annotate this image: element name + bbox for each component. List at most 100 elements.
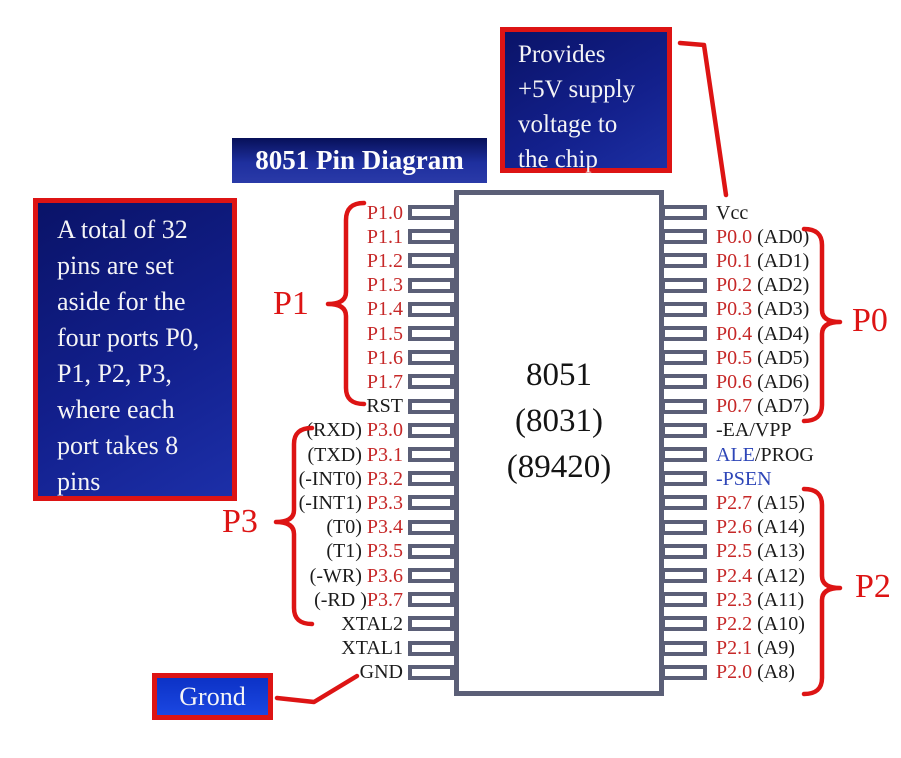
pin-label-part: P1.3: [366, 274, 403, 297]
pin-label: P2.3 (A11): [716, 588, 901, 612]
pin-label-part: (T1): [326, 540, 367, 563]
pin-label: P0.4 (AD4): [716, 322, 901, 346]
pin-label-part: (-RD ): [314, 588, 367, 611]
pin-label-part: P3.1: [366, 443, 403, 466]
pin-box: [661, 422, 707, 438]
pin-box: [661, 277, 707, 293]
pin-label: (T1) P3.5: [150, 539, 403, 563]
text-line: aside for the: [57, 287, 186, 316]
pin-label: (-INT1) P3.3: [150, 491, 403, 515]
pin-label-part: (AD5): [752, 346, 810, 369]
pin-label-part: P2.0: [716, 661, 753, 684]
pin-box: [408, 277, 454, 293]
pin-label-part: (-WR): [309, 564, 367, 587]
pin-label: P2.4 (A12): [716, 564, 901, 588]
pin-label-part: (A12): [752, 564, 805, 587]
pin-label-part: P1.1: [366, 225, 403, 248]
pin-box: [408, 592, 454, 608]
pin-box: [661, 447, 707, 462]
pin-label: P1.1: [150, 225, 403, 249]
pin-box: [408, 495, 454, 511]
pin-label-part: P2.7: [716, 491, 753, 514]
pin-label-part: Vcc: [716, 201, 749, 224]
pin-label-part: (A13): [752, 540, 805, 563]
pin-label-part: -PSEN: [716, 467, 772, 490]
port-label-p2: P2: [855, 568, 891, 605]
pin-label: P1.5: [150, 322, 403, 346]
text-line: pins: [57, 467, 101, 496]
pin-box: [408, 205, 454, 220]
pin-label-part: P1.7: [366, 370, 403, 393]
pin-label-part: P2.5: [716, 540, 753, 563]
vcc-connector-line: [677, 40, 729, 198]
chip-body: [454, 190, 664, 696]
pin-label-part: (AD0): [752, 225, 810, 248]
pin-label: -EA/VPP: [716, 418, 901, 442]
pin-label-part: P1.0: [366, 201, 403, 224]
pin-label: P2.6 (A14): [716, 515, 901, 539]
pin-label-part: (-INT0): [298, 467, 367, 490]
text-line: voltage to: [518, 111, 618, 138]
pin-label-part: P2.4: [716, 564, 753, 587]
pin-label-part: RST: [366, 395, 403, 418]
text-line: four ports P0,: [57, 323, 200, 352]
pin-label-part: P0.6: [716, 370, 753, 393]
pin-label: (RXD) P3.0: [150, 418, 403, 442]
pin-box: [661, 374, 707, 390]
pin-label-part: P3.2: [366, 467, 403, 490]
port-label-p3: P3: [222, 503, 258, 540]
pin-label-part: (RXD): [306, 419, 367, 442]
pin-label-part: (AD4): [752, 322, 810, 345]
pin-box: [661, 326, 707, 341]
text-line: A total of 32: [57, 215, 188, 244]
pin-box: [408, 422, 454, 438]
pin-label: ALE/PROG: [716, 443, 901, 467]
pin-box: [408, 543, 454, 559]
pin-label: P2.7 (A15): [716, 491, 901, 515]
pin-label: RST: [150, 394, 403, 418]
pin-label-part: P0.4: [716, 322, 753, 345]
pin-label-part: P3.3: [366, 491, 403, 514]
pin-label: (-WR) P3.6: [150, 564, 403, 588]
pin-label: P0.7 (AD7): [716, 394, 901, 418]
pin-label-part: P3.6: [366, 564, 403, 587]
pin-label-part: (AD3): [752, 298, 810, 321]
pin-label-part: (A9): [752, 637, 795, 660]
text-line: +5V supply: [518, 76, 636, 103]
pin-label: (-RD )P3.7: [150, 588, 403, 612]
text-line: (89420): [506, 449, 612, 485]
pin-label-part: P1.6: [366, 346, 403, 369]
pin-label-part: (A8): [752, 661, 795, 684]
pin-label-part: P0.7: [716, 395, 753, 418]
pin-label-part: P0.3: [716, 298, 753, 321]
pin-label-part: /PROG: [754, 443, 814, 466]
pin-label-part: (-INT1): [298, 491, 367, 514]
pin-box: [408, 471, 454, 487]
pin-label-part: (A14): [752, 516, 805, 539]
pin-box: [661, 350, 707, 366]
pin-label-part: P1.4: [366, 298, 403, 321]
pin-label-part: P0.1: [716, 249, 753, 272]
pin-label-part: P1.2: [366, 249, 403, 272]
pin-box: [661, 543, 707, 559]
pin-label: P1.3: [150, 273, 403, 297]
pin-box: [408, 350, 454, 366]
pin-label-part: P1.5: [366, 322, 403, 345]
pin-box: [408, 326, 454, 341]
pin-label: P1.7: [150, 370, 403, 394]
pin-label-part: (AD6): [752, 370, 810, 393]
pin-label: P0.1 (AD1): [716, 249, 901, 273]
pin-box: [408, 398, 454, 414]
pin-box: [408, 616, 454, 632]
pin-box: [661, 592, 707, 608]
pin-label: P1.0: [150, 201, 403, 225]
pin-box: [661, 301, 707, 317]
text-line: (8031): [515, 403, 603, 439]
pin-label: P0.0 (AD0): [716, 225, 901, 249]
pin-label-part: ALE: [716, 443, 755, 466]
text-line: port takes 8: [57, 431, 179, 460]
pin-label-part: XTAL2: [341, 612, 403, 635]
pin-label: (TXD) P3.1: [150, 443, 403, 467]
